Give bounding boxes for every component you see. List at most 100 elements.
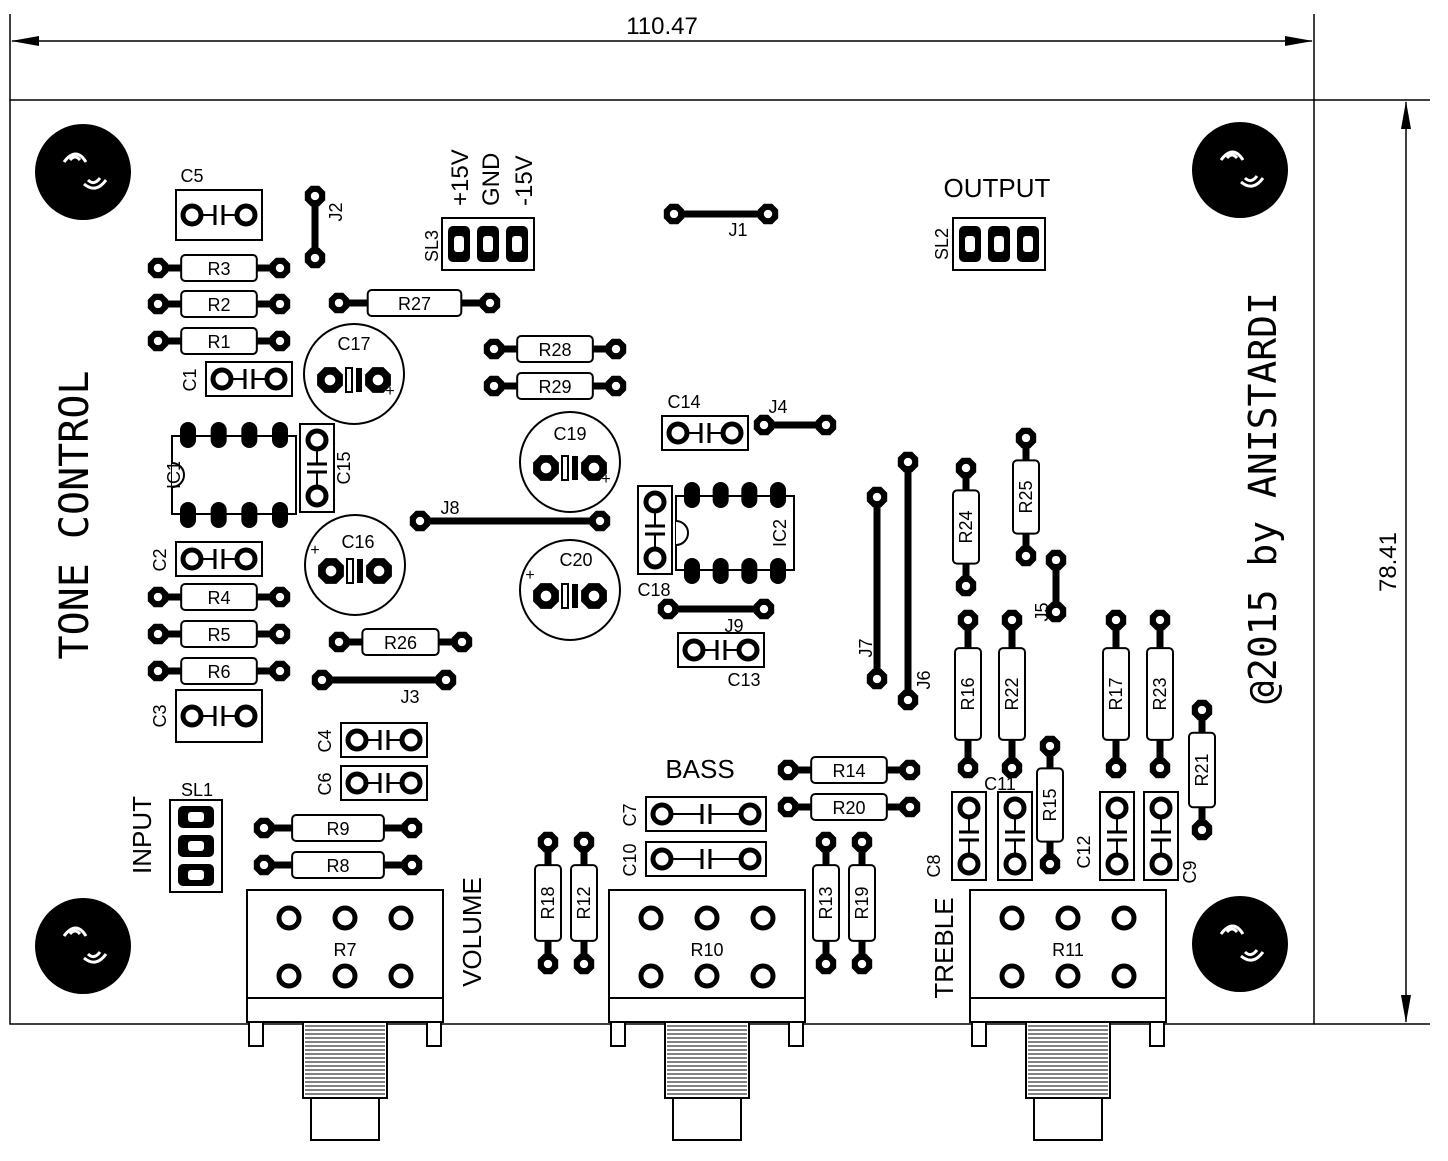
resistor-r8: R8 — [253, 851, 423, 879]
ic-pin — [180, 502, 196, 528]
pad — [399, 771, 423, 795]
ref-label: R21 — [1192, 753, 1212, 786]
pad — [738, 802, 762, 826]
electrolytic-c16: +C16 — [304, 514, 406, 616]
pad — [305, 428, 329, 452]
capacitor-c1: C1 — [180, 361, 293, 397]
ref-label: C12 — [1074, 835, 1094, 868]
power-label-neg: -15V — [511, 155, 538, 206]
electrolytic-c17: + C17 — [303, 323, 405, 425]
connector-sl2: SL2 — [932, 217, 1046, 271]
pad — [999, 963, 1025, 989]
ref-label: C4 — [315, 729, 335, 752]
polarity-mark: + — [525, 567, 534, 584]
mounting-hole-icon — [1192, 122, 1288, 218]
ref-label: IC2 — [770, 519, 790, 547]
pad — [234, 704, 258, 728]
pad — [694, 963, 720, 989]
resistor-r2: R2 — [147, 290, 291, 318]
ref-label: R4 — [207, 588, 230, 608]
resistor-r23: R23 — [1146, 609, 1174, 779]
ref-label: R19 — [852, 886, 872, 919]
pad — [736, 638, 760, 662]
ref-label: R29 — [538, 377, 571, 397]
pad — [999, 905, 1025, 931]
pad — [388, 905, 414, 931]
resistor-body — [180, 290, 258, 318]
resistor-r20: R20 — [777, 793, 921, 821]
pad — [1111, 905, 1137, 931]
capacitor-c3: C3 — [150, 689, 263, 743]
capacitor-c6: C6 — [315, 765, 428, 801]
resistor-r26: R26 — [328, 628, 473, 656]
ref-label: R11 — [1052, 940, 1084, 960]
ref-label: R18 — [538, 886, 558, 919]
capacitor-c4: C4 — [315, 722, 428, 758]
resistor-r6: R6 — [147, 657, 291, 685]
pad — [638, 905, 664, 931]
jumper-j5: J5 — [1032, 549, 1067, 623]
electrolytic-body — [519, 411, 621, 513]
ref-label: R6 — [207, 662, 230, 682]
resistor-body — [534, 864, 562, 942]
pot-shaft — [310, 1097, 380, 1141]
pad — [180, 704, 204, 728]
ref-label: C5 — [180, 166, 203, 186]
capacitor-c2: C2 — [150, 541, 263, 577]
mounting-holes — [35, 122, 1288, 994]
ic-pin — [741, 482, 758, 508]
power-labels: +15V GND -15V — [447, 149, 538, 206]
resistor-body — [180, 657, 258, 685]
polarity-mark: + — [601, 471, 610, 488]
pad — [638, 963, 664, 989]
ic-pin — [241, 502, 258, 528]
ic-pin — [180, 422, 196, 448]
resistor-r18: R18 — [534, 831, 562, 975]
resistor-r1: R1 — [147, 327, 291, 355]
dimension-width-label: 110.47 — [626, 13, 698, 40]
ref-label: C17 — [337, 334, 370, 354]
pad — [276, 963, 302, 989]
pad — [957, 796, 981, 820]
ref-label: R1 — [207, 332, 230, 352]
ref-label: C14 — [667, 392, 700, 412]
capacitor-c13: C13 — [677, 632, 765, 690]
pad — [399, 728, 423, 752]
ref-label: R23 — [1150, 677, 1170, 710]
ic-pin — [712, 558, 729, 584]
capacitor-c11: C11 — [984, 774, 1033, 881]
resistor-r27: R27 — [328, 289, 501, 317]
ref-label: R24 — [956, 510, 976, 543]
ref-label: C9 — [1180, 860, 1200, 883]
ic-body — [675, 495, 795, 571]
ref-label: C8 — [924, 854, 944, 877]
ic-pin — [770, 558, 786, 584]
capacitor-c8: C8 — [924, 791, 987, 881]
resistor-body — [180, 583, 258, 611]
pad — [1105, 852, 1129, 876]
resistor-body — [516, 335, 594, 363]
resistor-r4: R4 — [147, 583, 291, 611]
ref-label: R8 — [326, 856, 349, 876]
pad — [1003, 796, 1027, 820]
pad — [1149, 852, 1173, 876]
pad — [345, 728, 369, 752]
pad — [1111, 963, 1137, 989]
resistor-r14: R14 — [777, 756, 921, 784]
polarity-mark: + — [385, 383, 394, 400]
pad — [650, 847, 674, 871]
pad — [276, 905, 302, 931]
pad — [210, 367, 234, 391]
ref-label: R28 — [538, 340, 571, 360]
pad — [1003, 852, 1027, 876]
connector-sl3: SL3 — [422, 217, 535, 271]
ic-notch — [171, 462, 185, 488]
potentiometer-r10: R10 — [608, 889, 806, 1141]
ic-body — [171, 435, 297, 515]
resistor-r19: R19 — [848, 831, 876, 975]
resistor-r28: R28 — [483, 335, 627, 363]
output-label: OUTPUT — [944, 173, 1051, 203]
resistor-r9: R9 — [253, 814, 423, 842]
ic-pin — [210, 502, 227, 528]
